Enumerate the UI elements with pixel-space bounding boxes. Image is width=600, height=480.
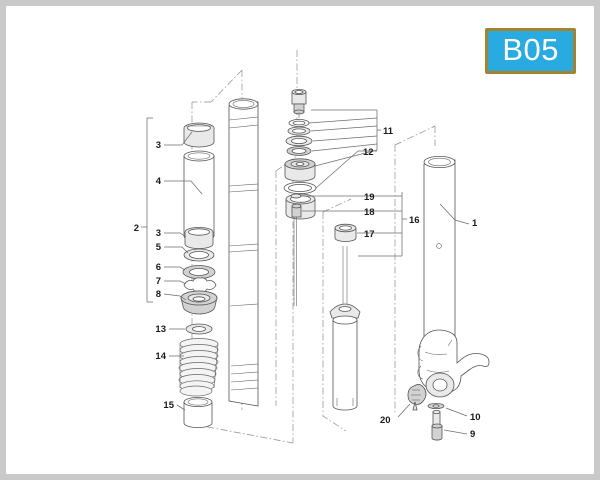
part-11-washer-1 [285,135,313,147]
part-16-damper-rod [342,246,348,312]
part-3-lower-bushing [184,226,214,249]
part-20-hose-guide-bracket [407,384,427,411]
callout-19: 19 [364,192,375,203]
assembly-guide-lines [191,50,436,444]
part-11-washer-2 [286,146,312,156]
part-12-cap-oring [283,181,317,194]
callout-9: 9 [470,429,475,440]
bracket-item-2 [141,117,153,303]
callout-2: 2 [134,223,139,234]
part-10-sealing-washer [427,402,445,409]
callout-20: 20 [380,415,391,426]
part-13-spring-seat [185,323,213,335]
part-9-flange-bolt [431,409,443,441]
callout-18: 18 [364,207,375,218]
callout-10: 10 [470,412,481,423]
leader-lines [163,109,470,435]
callout-15: 15 [163,400,174,411]
section-code-badge: B05 [485,28,576,74]
part-16-damper-cylinder [329,303,361,411]
exploded-parts-drawing: 1 2 3 4 3 5 6 7 8 9 10 11 12 13 14 15 16… [134,50,490,444]
callout-13: 13 [155,324,166,335]
part-11-oring-1 [288,119,310,128]
callout-numbers: 1 2 3 4 3 5 6 7 8 9 10 11 12 13 14 15 16… [134,126,481,440]
part-1-fork-slider-casting [417,329,490,398]
callout-17: 17 [364,229,375,240]
part-17-rebound-piston [334,223,357,242]
callout-6: 6 [156,262,161,273]
part-19-damper-washer [290,193,302,199]
center-inner-fork-tube [228,98,259,407]
callout-16: 16 [409,215,420,226]
callout-5: 5 [156,242,162,253]
callout-14: 14 [155,351,166,362]
part-8-dust-seal [180,290,218,315]
callout-12: 12 [363,147,374,158]
part-11-cap-bolt [291,89,307,118]
part-11-piston-cap [284,158,316,182]
callout-3b: 3 [156,228,161,239]
part-1-fork-outer-tube [423,155,456,352]
callout-4: 4 [156,176,162,187]
diagram-canvas: 1 2 3 4 3 5 6 7 8 9 10 11 12 13 14 15 16… [6,6,594,474]
callout-3a: 3 [156,140,161,151]
part-3-upper-bushing [183,122,215,148]
part-7-circlip [183,277,217,293]
callout-8: 8 [156,289,161,300]
part-6-oil-seal [182,265,216,279]
callout-11: 11 [383,126,394,137]
part-18-damper-nut [291,203,302,306]
callout-1: 1 [472,218,478,229]
part-15-spacer-collar [183,396,213,428]
part-11-oring-2 [287,126,311,136]
callout-7: 7 [156,276,161,287]
part-14-fork-spring [178,338,219,397]
part-5-washer [183,248,215,262]
